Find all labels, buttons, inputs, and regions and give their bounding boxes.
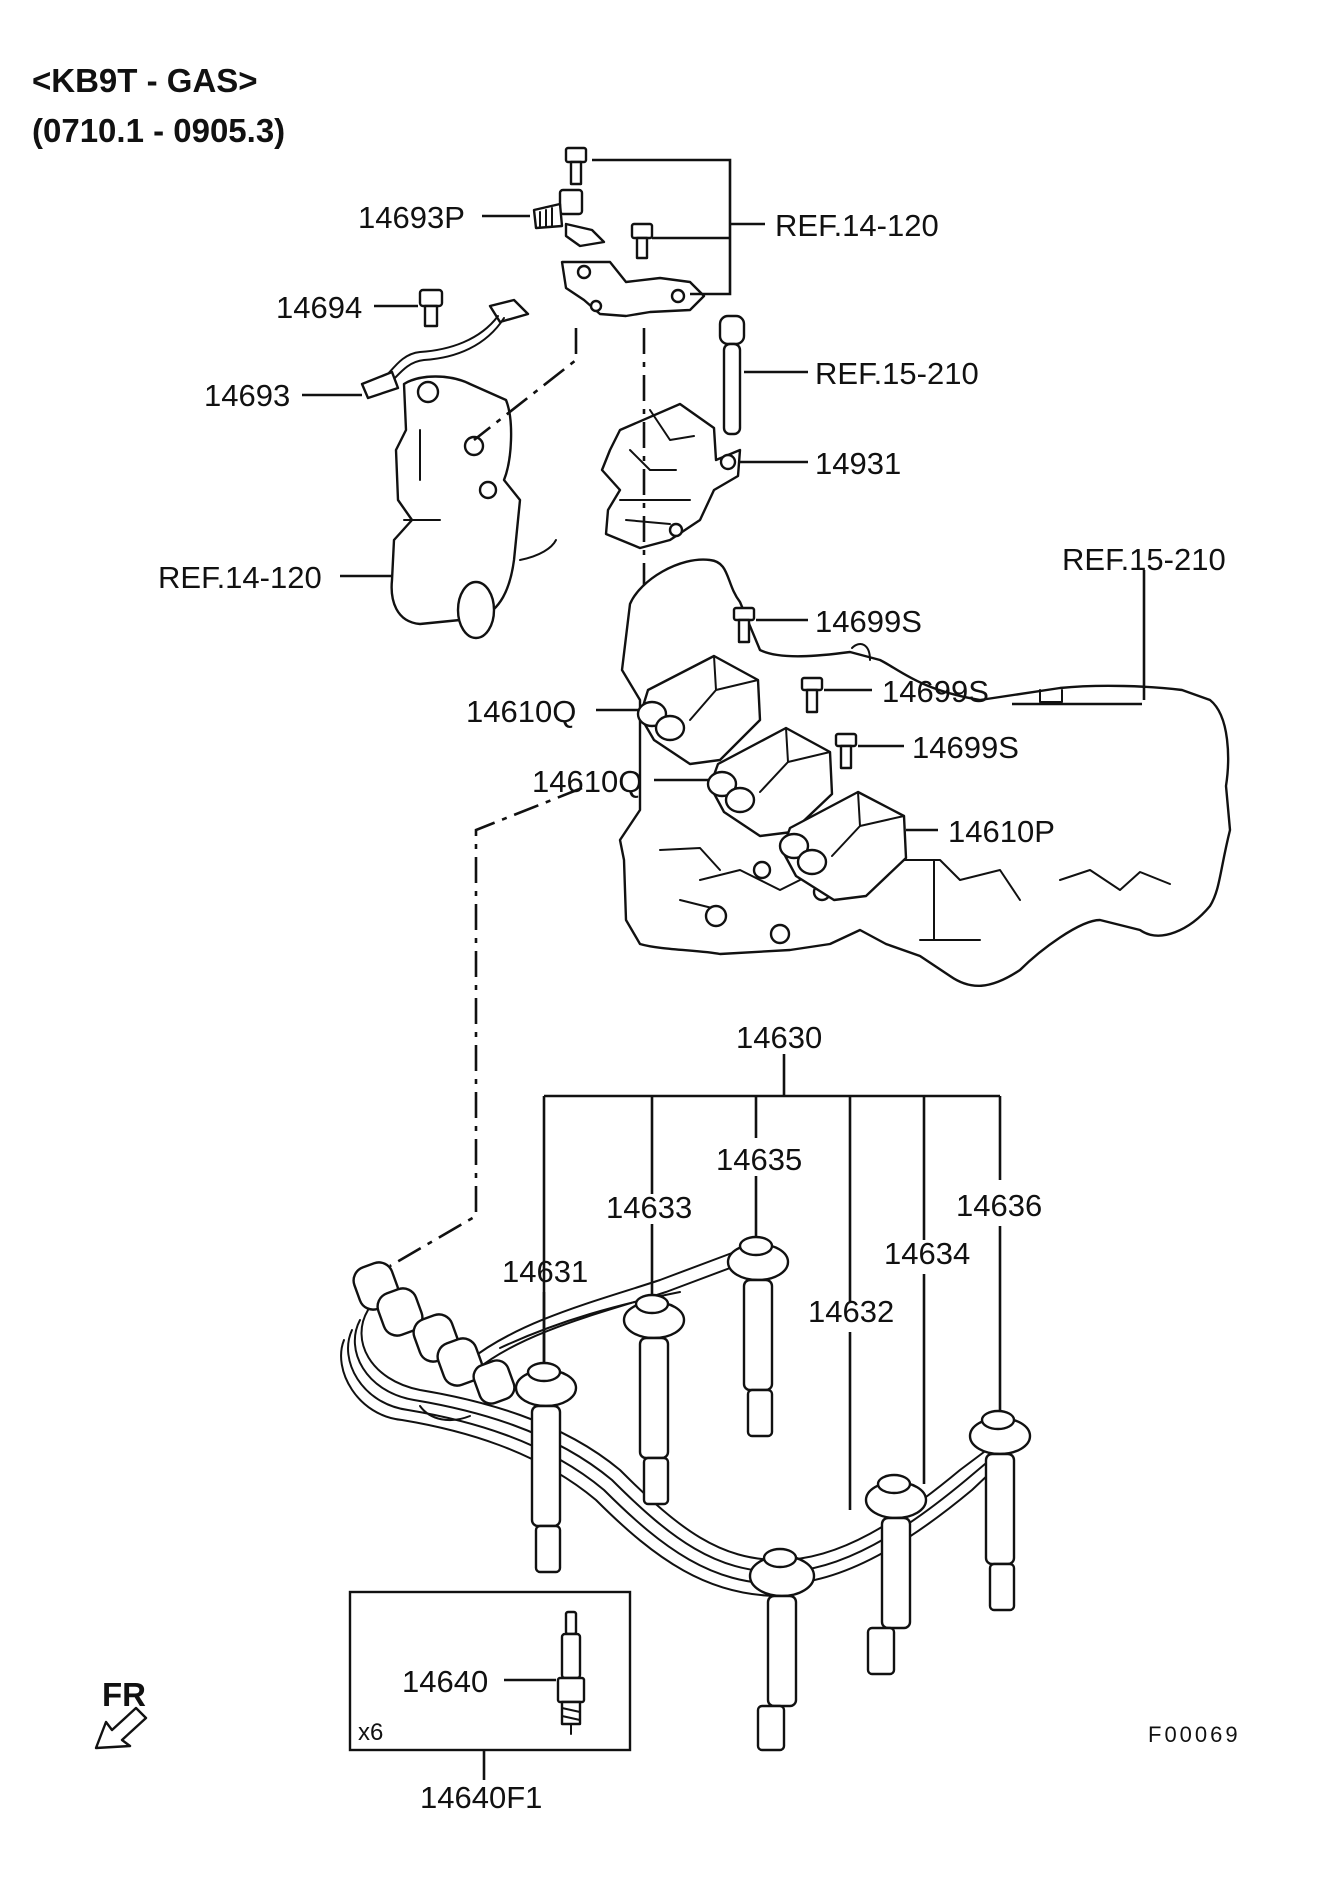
plug-boot-14636 — [968, 1409, 1032, 1612]
cable-bundle — [340, 1249, 1009, 1597]
spark-plug-icon — [556, 1610, 586, 1735]
label-ref-14-120-left: REF.14-120 — [158, 560, 322, 595]
bolt-14699S-3 — [834, 732, 858, 770]
coil-end-boots — [352, 1261, 516, 1422]
label-14699S-1: 14699S — [815, 604, 922, 639]
label-14636: 14636 — [956, 1188, 1042, 1223]
ignition-coil-14610Q-1 — [636, 654, 762, 766]
label-14634: 14634 — [884, 1236, 970, 1271]
direction-label: FR — [102, 1676, 146, 1713]
spark-plug-box — [348, 1590, 632, 1752]
label-14635: 14635 — [716, 1142, 802, 1177]
model-title: <KB9T - GAS> — [32, 62, 258, 99]
label-14640: 14640 — [402, 1664, 488, 1699]
thermostat-housing — [390, 375, 557, 640]
long-bolt-ref-15-210 — [718, 314, 746, 436]
bracket-assembly — [532, 146, 706, 318]
label-14694: 14694 — [276, 290, 362, 325]
label-14633: 14633 — [606, 1190, 692, 1225]
bolt-14694 — [418, 288, 444, 328]
plug-boot-14632 — [748, 1547, 816, 1752]
label-14693: 14693 — [204, 378, 290, 413]
quantity-label: x6 — [358, 1719, 383, 1746]
plug-boot-14634 — [864, 1473, 928, 1676]
label-14632: 14632 — [808, 1294, 894, 1329]
sensor-14693 — [360, 298, 530, 400]
label-ref-14-120-top: REF.14-120 — [775, 208, 939, 243]
date-range: (0710.1 - 0905.3) — [32, 112, 285, 149]
plug-boot-14635 — [726, 1235, 790, 1438]
bolt-14699S-1 — [732, 606, 756, 644]
label-14610Q-1: 14610Q — [466, 694, 576, 729]
label-14610Q-2: 14610Q — [532, 764, 642, 799]
figure-code: F00069 — [1148, 1722, 1241, 1747]
label-14630: 14630 — [736, 1020, 822, 1055]
label-14699S-3: 14699S — [912, 730, 1019, 765]
label-ref-15-210-bolt: REF.15-210 — [815, 356, 979, 391]
bolt-14699S-2 — [800, 676, 824, 714]
label-14610P: 14610P — [948, 814, 1055, 849]
intake-manifold — [618, 558, 1232, 988]
label-ref-15-210-right: REF.15-210 — [1062, 542, 1226, 577]
label-14699S-2: 14699S — [882, 674, 989, 709]
coil-bracket-14931 — [600, 402, 742, 550]
plug-boot-14631 — [514, 1361, 578, 1574]
front-direction-arrow-icon — [94, 1706, 148, 1750]
label-14931: 14931 — [815, 446, 901, 481]
label-14693P: 14693P — [358, 200, 465, 235]
plug-boot-14633 — [622, 1293, 686, 1506]
label-14631: 14631 — [502, 1254, 588, 1289]
ignition-coil-14610P — [778, 790, 908, 902]
label-14640F1: 14640F1 — [420, 1780, 542, 1815]
